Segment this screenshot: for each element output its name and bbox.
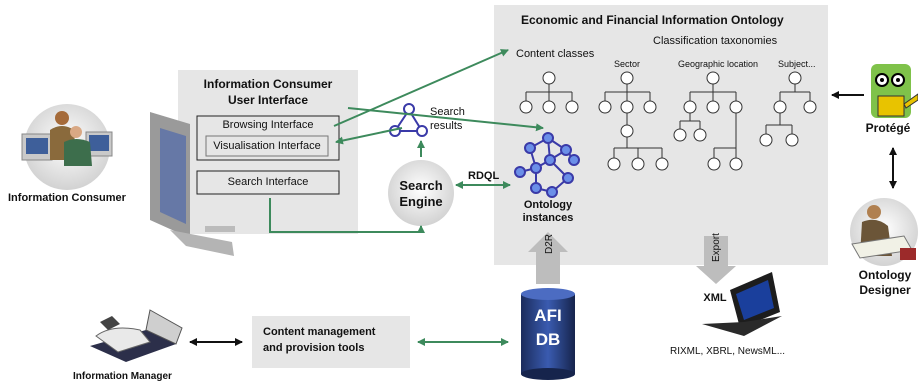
protege-figure-icon — [871, 64, 918, 118]
sector-label: Sector — [614, 59, 641, 69]
arrow-search-interface-to-engine — [269, 198, 425, 233]
green-flow-arrows — [269, 49, 544, 346]
arrow-to-ontology-instances — [347, 107, 544, 132]
search-engine-label-2: Engine — [399, 194, 443, 209]
content-classes-tree — [519, 71, 579, 114]
afi-db-label-1: AFI — [534, 306, 562, 325]
designer-label-1: Ontology — [858, 268, 912, 282]
information-manager-label: Information Manager — [73, 371, 172, 382]
ontology-instances-network-icon — [514, 132, 580, 198]
visualisation-interface-label[interactable]: Visualisation Interface — [213, 140, 321, 152]
xml-label: XML — [703, 292, 727, 304]
search-results-network-icon — [389, 103, 428, 137]
search-results-label-1: Search — [430, 106, 465, 118]
search-results-label-2: results — [430, 120, 463, 132]
visualisation-interface-box — [205, 135, 329, 157]
content-management-panel — [252, 316, 410, 368]
ontology-designer-icon — [850, 198, 918, 266]
search-engine-label-1: Search — [399, 178, 443, 193]
content-management-label-1: Content management — [263, 326, 376, 338]
xml-laptop-icon — [698, 272, 782, 336]
subject-tree — [759, 71, 817, 147]
information-manager-icon — [90, 309, 183, 362]
black-arrows — [189, 91, 897, 346]
d2r-label: D2R — [544, 233, 555, 254]
browsing-interface-label[interactable]: Browsing Interface — [222, 119, 314, 131]
ontology-instances-label-1: Ontology — [523, 199, 573, 211]
subject-label: Subject... — [778, 59, 816, 69]
sector-tree — [598, 71, 669, 171]
search-interface-box — [196, 170, 340, 195]
content-classes-label: Content classes — [516, 48, 595, 60]
consumer-ui-title-2: User Interface — [227, 93, 309, 107]
arrow-to-visualisation — [335, 127, 403, 145]
afi-db-label-2: DB — [535, 330, 561, 349]
export-label: Export — [711, 233, 722, 262]
rdql-label: RDQL — [468, 170, 500, 182]
search-engine-circle — [388, 160, 454, 226]
arrow-to-content-classes — [333, 49, 509, 127]
export-arrow — [696, 236, 736, 284]
monitor-icon — [150, 112, 235, 256]
information-consumer-label: Information Consumer — [8, 192, 126, 204]
consumer-ui-title-1: Information Consumer — [203, 77, 333, 91]
formats-label: RIXML, XBRL, NewsML... — [670, 346, 786, 357]
protege-label: Protégé — [865, 121, 911, 135]
content-management-label-2: and provision tools — [263, 342, 365, 354]
ontology-instances-label-2: instances — [522, 212, 574, 224]
d2r-arrow — [528, 232, 568, 284]
afi-db-icon — [521, 288, 575, 380]
designer-label-2: Designer — [859, 283, 911, 297]
geographic-label: Geographic location — [678, 59, 759, 69]
geographic-tree — [673, 71, 743, 171]
ontology-title: Economic and Financial Information Ontol… — [521, 13, 784, 27]
information-consumer-icon — [21, 104, 113, 190]
taxonomies-label: Classification taxonomies — [653, 35, 778, 47]
search-interface-label[interactable]: Search Interface — [227, 176, 309, 188]
